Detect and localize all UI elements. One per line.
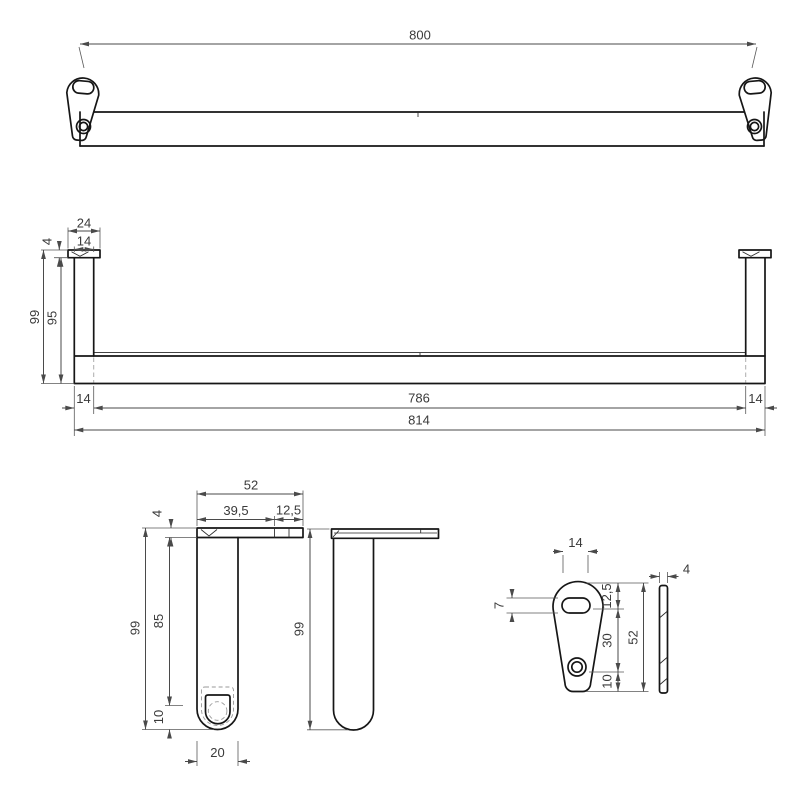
leg-body-front [332,537,375,731]
left-tab-slot [71,79,95,95]
dim-left-offset: 14 [76,391,90,406]
dim-flange-length: 52 [244,478,258,493]
left-hanger-tab [65,77,100,142]
dim-total-height: 99 [27,310,42,324]
dim-slot-height: 7 [492,602,507,609]
left-leg [73,256,95,357]
leg-flange-front [330,528,440,540]
dim-right-offset: 14 [748,391,762,406]
dim-overall-length: 814 [408,413,430,428]
dim-slot-to-hole: 30 [600,633,615,647]
dim-inner-span: 786 [408,391,430,406]
leg-flange [196,527,304,539]
tab-outline [552,580,604,693]
dim-leg-total-height: 99 [128,621,143,635]
dim-body-height: 85 [151,614,166,628]
dim-leg-height: 95 [45,311,60,325]
dim-cap-height: 4 [40,238,55,245]
foot-hole [207,701,228,721]
right-tab-hole [746,118,763,135]
leg-body [196,536,239,731]
tab-side-profile [658,584,669,694]
dim-leg-width: 14 [77,234,91,249]
dim-leg-front-height: 99 [292,622,307,636]
dim-tab-height: 52 [626,630,641,644]
rail [73,355,766,385]
dim-flange-rear: 12,5 [276,503,301,518]
hanger-tab-detail: 14 7 12,5 30 10 52 4 [492,535,690,694]
left-tab-hole [75,118,92,135]
dim-foot-width: 20 [210,745,224,760]
right-hanger-tab [738,77,773,142]
dim-slot-width: 14 [568,535,582,550]
dim-top-to-slot: 12,5 [599,583,614,608]
right-leg [744,256,766,357]
front-view: 24 14 4 99 95 14 786 14 814 [27,216,777,436]
leg-front-view: 99 [292,528,440,731]
leg-side-view: 52 39,5 12,5 4 99 85 10 20 [128,478,304,766]
foot-pocket [204,694,231,725]
top-view: 800 [65,28,773,147]
dim-tab-thickness: 4 [683,562,690,577]
tab-slot [561,597,591,614]
dim-foot-height: 10 [151,710,166,724]
dim-flange-front: 39,5 [223,503,248,518]
right-tab-slot [743,79,767,95]
dim-flange-thickness: 4 [150,510,165,517]
tab-hole [567,657,587,677]
dim-top-length: 800 [409,28,431,43]
dim-cap-width: 24 [77,216,91,231]
dim-hole-to-bottom: 10 [600,674,615,688]
